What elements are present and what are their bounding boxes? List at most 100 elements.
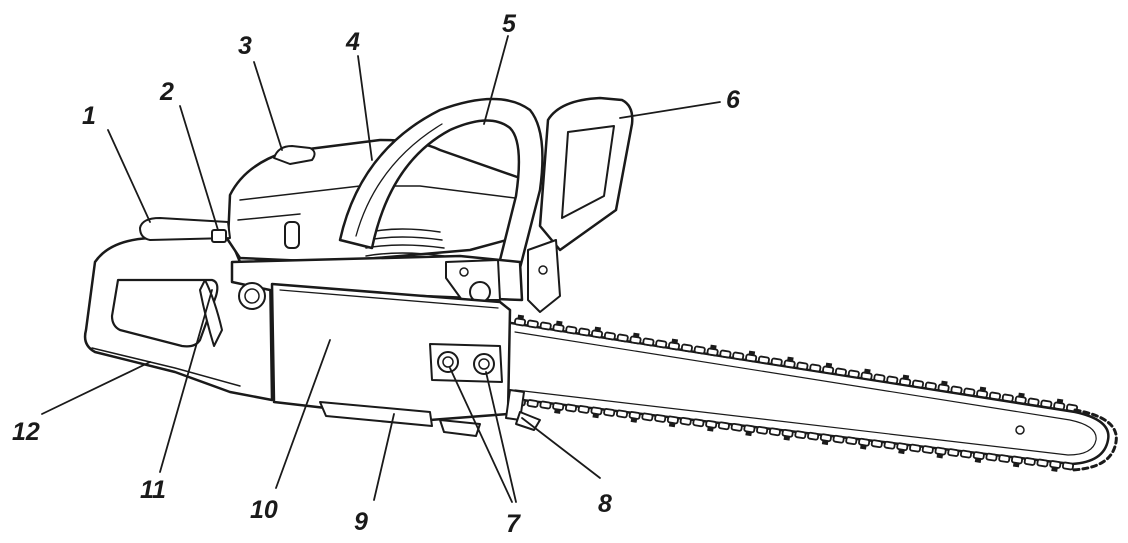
- chain-top-link: [552, 323, 565, 333]
- chain-top-cutter: [979, 386, 987, 392]
- chain-bottom-link: [781, 428, 794, 438]
- chain-top-link: [655, 339, 668, 349]
- chain-bottom-link: [807, 431, 820, 441]
- chain-bottom-link: [832, 434, 845, 444]
- leader-6: [619, 101, 721, 119]
- chain-top-link: [616, 333, 629, 343]
- chain-bottom-link: [870, 439, 883, 449]
- chain-top-link: [1027, 397, 1040, 407]
- guide-bar: [503, 320, 1110, 466]
- chain-bottom-link: [858, 437, 871, 447]
- front-handle: [338, 97, 544, 270]
- chain-top-link: [539, 321, 552, 331]
- chain-bottom-link: [1049, 460, 1062, 469]
- chain-top-link: [629, 335, 642, 345]
- chain-bottom-link: [692, 418, 705, 428]
- chain-top-link: [950, 385, 963, 395]
- chain-bottom-link: [552, 402, 565, 411]
- chain-bottom-link: [564, 403, 578, 413]
- chain-top-cutter: [594, 326, 602, 332]
- chain-top-link: [988, 391, 1002, 401]
- chain-top-link: [1001, 393, 1014, 403]
- sprocket-cover: [270, 282, 512, 422]
- callout-8: 8: [598, 490, 612, 518]
- chain-top-cutter: [710, 344, 717, 350]
- chain-bottom-link: [909, 443, 922, 453]
- chain-bottom-link: [743, 424, 756, 434]
- saw-chain-bottom: [513, 397, 1075, 472]
- chain-bottom-link: [959, 449, 973, 459]
- chain-bottom-cutter: [668, 422, 676, 428]
- chain-bottom-link: [883, 440, 896, 450]
- chain-top-link: [719, 349, 732, 359]
- chain-bottom-cutter: [707, 426, 714, 432]
- chain-bottom-link: [641, 412, 654, 422]
- chain-top-cutter: [633, 332, 640, 338]
- leader-7a: [449, 367, 513, 503]
- chain-top-link: [565, 325, 578, 335]
- rear-handle: [83, 236, 274, 402]
- chain-top-cutter: [748, 350, 756, 356]
- chain-top-link: [667, 341, 681, 351]
- chain-top-link: [822, 365, 835, 375]
- chain-bottom-cutter: [1051, 466, 1058, 472]
- chain-bottom-cutter: [974, 458, 982, 463]
- chain-bottom-link: [615, 409, 629, 419]
- chain-top-cutter: [671, 338, 679, 344]
- chain-top-cutter: [941, 380, 948, 386]
- chain-top-link: [1014, 395, 1027, 405]
- callout-labels: 1 2 3 4 5 6 7 8 9 10 11 12: [12, 10, 741, 538]
- leader-5: [483, 35, 509, 125]
- chain-bottom-link: [985, 452, 998, 462]
- chain-bottom-link: [947, 448, 960, 457]
- chain-top-link: [603, 331, 616, 341]
- chain-bottom-link: [679, 416, 692, 426]
- choke-lever: [139, 217, 231, 241]
- chain-bottom-link: [590, 406, 603, 416]
- leader-10: [275, 339, 331, 489]
- chain-bottom-link: [1036, 458, 1049, 468]
- chain-top-link: [847, 369, 860, 379]
- leader-3: [253, 61, 283, 151]
- bottom-housing: [319, 401, 481, 437]
- chain-top-cutter: [825, 362, 833, 368]
- chain-top-link: [937, 383, 950, 393]
- chain-bottom-cutter: [898, 449, 905, 455]
- chain-top-link: [899, 377, 912, 387]
- chain-top-cutter: [902, 374, 910, 380]
- saw-chain-top: [513, 314, 1079, 413]
- leader-lines: [41, 35, 721, 503]
- chain-bottom-cutter: [554, 408, 561, 414]
- bar-nose-hole: [1015, 425, 1025, 435]
- chain-bottom-link: [845, 436, 858, 446]
- chain-bottom-link: [717, 421, 730, 431]
- leader-4: [357, 55, 373, 161]
- chain-bottom-link: [794, 430, 807, 440]
- chain-bottom-cutter: [745, 431, 752, 437]
- chain-bottom-link: [1023, 457, 1036, 466]
- chain-top-cutter: [517, 314, 525, 320]
- chain-bottom-link: [539, 400, 552, 410]
- chain-bottom-link: [730, 422, 743, 432]
- chain-top-link: [706, 347, 719, 357]
- callout-11: 11: [140, 476, 166, 504]
- chain-bottom-link: [628, 411, 641, 420]
- callout-7: 7: [506, 510, 521, 538]
- chain-top-link: [757, 355, 770, 365]
- chain-top-link: [1040, 399, 1053, 409]
- vent-slot: [284, 221, 300, 249]
- chain-bottom-link: [934, 446, 947, 456]
- chain-top-link: [911, 379, 925, 389]
- chain-top-link: [963, 387, 976, 397]
- stop-switch: [211, 229, 227, 243]
- cover-knob: [273, 145, 316, 165]
- chain-bottom-link: [998, 454, 1011, 463]
- chain-top-cutter: [787, 356, 794, 362]
- chain-top-link: [526, 319, 539, 329]
- callout-9: 9: [354, 508, 368, 536]
- chain-top-cutter: [864, 368, 871, 374]
- chain-top-link: [680, 343, 693, 353]
- chain-bottom-cutter: [783, 435, 791, 441]
- leader-9: [373, 413, 395, 501]
